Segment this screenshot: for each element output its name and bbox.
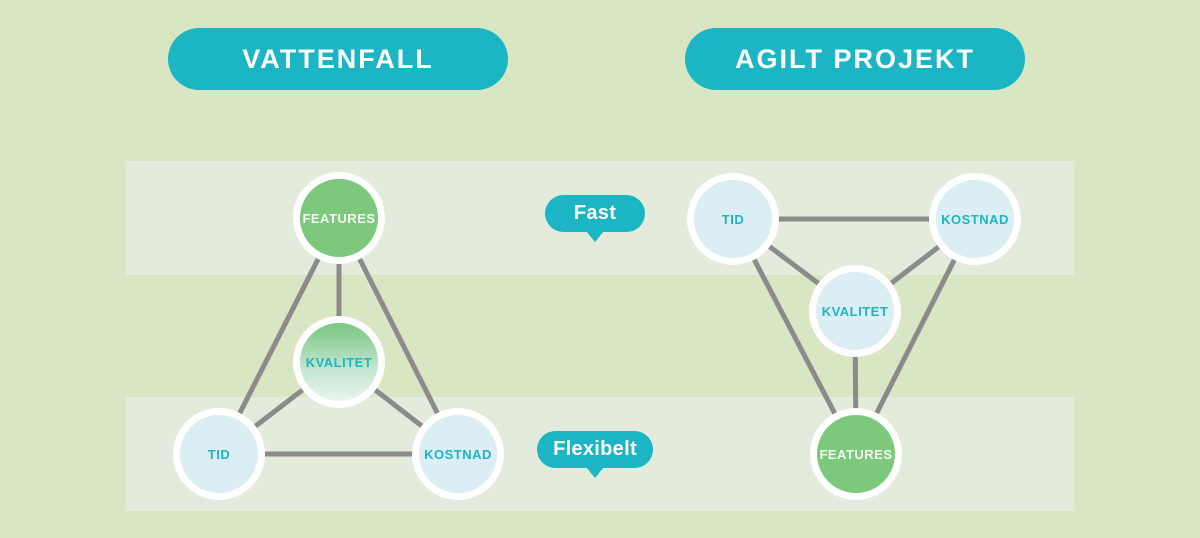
node-label: KVALITET (821, 303, 889, 319)
node-vattenfall-tid: TID (173, 408, 265, 500)
node-label: TID (721, 211, 745, 227)
header-vattenfall: VATTENFALL (168, 28, 508, 90)
header-vattenfall-label: VATTENFALL (242, 43, 434, 74)
node-vattenfall-kvalitet: KVALITET (293, 316, 385, 408)
node-label: TID (207, 446, 231, 462)
row-label-flexibelt-text: Flexibelt (553, 438, 637, 460)
node-label: KVALITET (305, 354, 373, 370)
row-label-flexibelt: Flexibelt (537, 431, 653, 478)
header-agilt-projekt-label: AGILT PROJEKT (734, 43, 975, 74)
node-vattenfall-kostnad: KOSTNAD (412, 408, 504, 500)
bubble-tail (586, 231, 604, 242)
header-agilt-projekt: AGILT PROJEKT (685, 28, 1025, 90)
row-label-fast: Fast (545, 195, 645, 242)
node-label: KOSTNAD (424, 446, 492, 462)
node-label: FEATURES (302, 210, 376, 226)
node-agilt-kvalitet: KVALITET (809, 265, 901, 357)
node-label: FEATURES (819, 446, 893, 462)
bubble-tail (586, 467, 604, 478)
node-label: KOSTNAD (941, 211, 1009, 227)
node-agilt-kostnad: KOSTNAD (929, 173, 1021, 265)
row-label-fast-text: Fast (573, 202, 617, 224)
node-agilt-tid: TID (687, 173, 779, 265)
node-vattenfall-features: FEATURES (293, 172, 385, 264)
node-agilt-features: FEATURES (810, 408, 902, 500)
